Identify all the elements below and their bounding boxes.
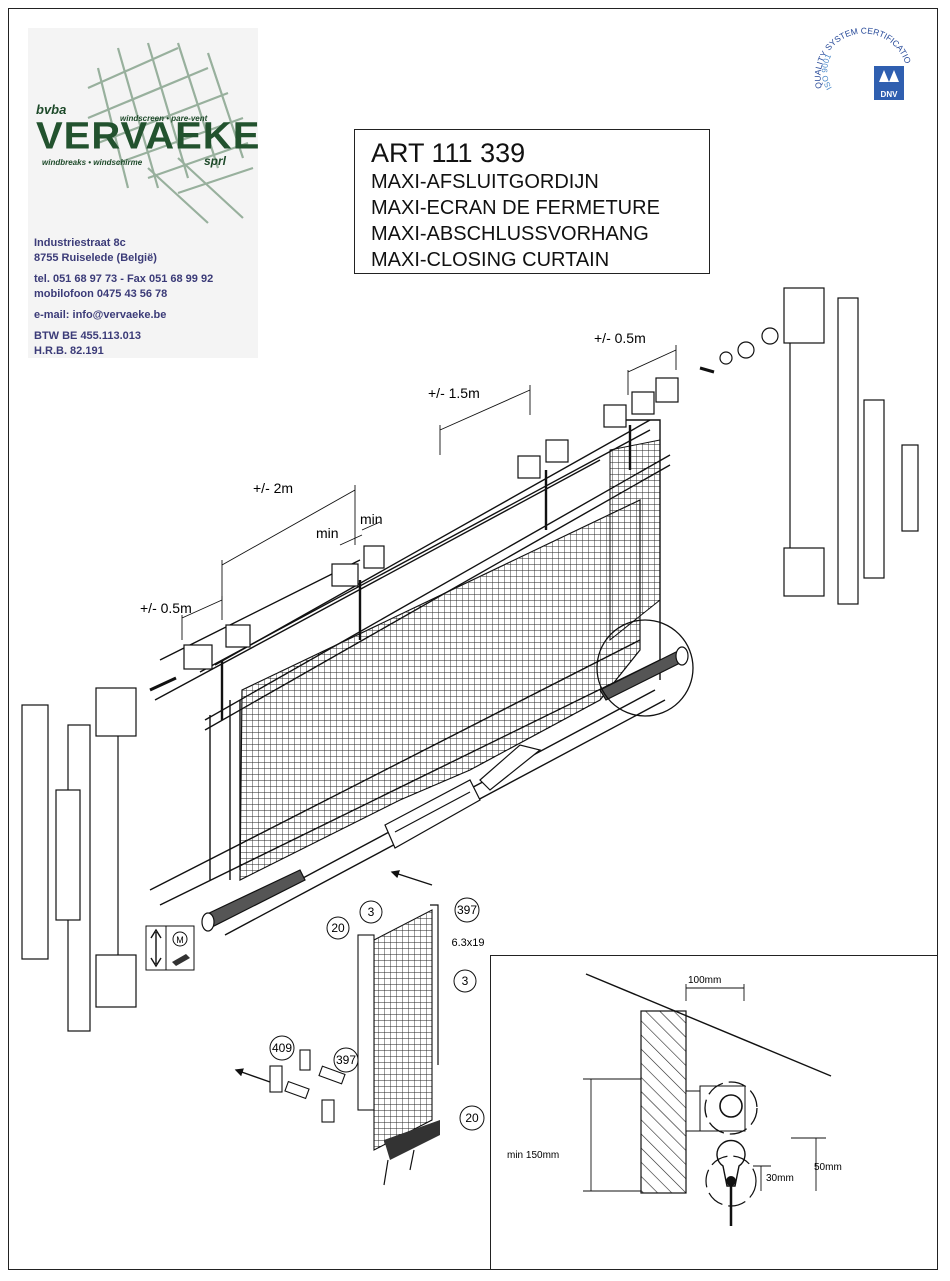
dim-span-2m: +/- 2m <box>253 480 293 496</box>
part-3-top: 3 <box>368 905 375 919</box>
motor-symbol-text: M <box>176 935 184 945</box>
exploded-panel <box>234 870 440 1186</box>
tagline-bottom: windbreaks • windschirme <box>42 158 143 167</box>
article-name-de: MAXI-ABSCHLUSSVORHANG <box>371 223 649 245</box>
page-frame <box>8 8 938 1270</box>
certification-body: DNV <box>881 90 899 99</box>
iso-standard: ISO 9001 <box>820 52 833 91</box>
svg-text:ISO 9001: ISO 9001 <box>820 52 833 91</box>
part-20-bottom: 20 <box>465 1111 479 1125</box>
part-397-bottom: 397 <box>336 1053 356 1067</box>
dim-min-left: min <box>316 525 339 541</box>
rail-brackets <box>183 377 679 670</box>
article-name-nl: MAXI-AFSLUITGORDIJN <box>371 171 599 193</box>
contact-details: Industriestraat 8c 8755 Ruiselede (Belgi… <box>34 236 213 359</box>
curtain-mesh <box>239 439 661 881</box>
detail-offset-30: 30mm <box>766 1173 794 1184</box>
up-down-arrow-icon <box>150 928 162 968</box>
motor-manual-symbol: M <box>145 925 195 971</box>
net-mesh-logo-icon <box>87 42 254 224</box>
dim-end-left: +/- 0.5m <box>140 600 192 616</box>
right-end-hardware <box>699 287 919 605</box>
dim-min-right: min <box>360 511 383 527</box>
detail-width-label: 100mm <box>688 975 721 986</box>
article-name-en: MAXI-CLOSING CURTAIN <box>371 249 610 271</box>
address-line-2: 8755 Ruiselede (België) <box>34 252 157 264</box>
mobile-line: mobilofoon 0475 43 56 78 <box>34 288 168 300</box>
vat-line: BTW BE 455.113.013 <box>34 330 142 342</box>
motor-icon <box>172 931 188 947</box>
legal-suffix: sprl <box>204 154 227 168</box>
left-end-hardware <box>21 676 177 1032</box>
part-callouts: 3 20 397 6.3x19 3 409 397 20 <box>269 897 485 1131</box>
part-397-top: 397 <box>457 903 477 917</box>
company-letterhead: bvba VERVAEKE windscreen • pare-vent win… <box>28 28 261 359</box>
part-20-top: 20 <box>331 921 345 935</box>
wall-section <box>640 1010 687 1194</box>
mounting-detail-drawing: 100mm min 150mm 50mm 30mm <box>507 973 842 1226</box>
part-409: 409 <box>272 1041 292 1055</box>
dimension-lines <box>181 345 677 640</box>
register-line: H.R.B. 82.191 <box>34 345 104 357</box>
email-line: e-mail: info@vervaeke.be <box>34 309 167 321</box>
quality-certification-seal: QUALITY SYSTEM CERTIFICATION ISO 9001 DN… <box>806 22 913 100</box>
dim-span-1-5m: +/- 1.5m <box>428 385 480 401</box>
hand-crank-icon <box>172 954 190 966</box>
dim-end-right: +/- 0.5m <box>594 330 646 346</box>
phone-line: tel. 051 68 97 73 - Fax 051 68 99 92 <box>34 273 214 285</box>
address-line-1: Industriestraat 8c <box>34 237 126 249</box>
legal-prefix: bvba <box>36 102 67 117</box>
article-title-box: ART 111 339 MAXI-AFSLUITGORDIJN MAXI-ECR… <box>354 129 710 274</box>
company-name: VERVAEKE <box>36 115 261 157</box>
detail-callout-circle <box>596 619 694 717</box>
rope-loops <box>220 425 632 720</box>
detail-min-height-label: min 150mm <box>507 1150 559 1161</box>
screw-size: 6.3x19 <box>451 937 484 949</box>
article-number: ART 111 339 <box>371 138 526 168</box>
bottom-slide-handle <box>384 744 542 849</box>
roll-tube-bottom <box>201 646 689 932</box>
article-name-fr: MAXI-ECRAN DE FERMETURE <box>371 197 660 219</box>
dnv-logo-icon <box>874 66 904 100</box>
detail-offset-50: 50mm <box>814 1162 842 1173</box>
tagline-top: windscreen • pare-vent <box>120 114 208 123</box>
part-3-right: 3 <box>462 974 469 988</box>
mounting-detail-inset: 100mm min 150mm 50mm 30mm <box>490 955 938 1270</box>
